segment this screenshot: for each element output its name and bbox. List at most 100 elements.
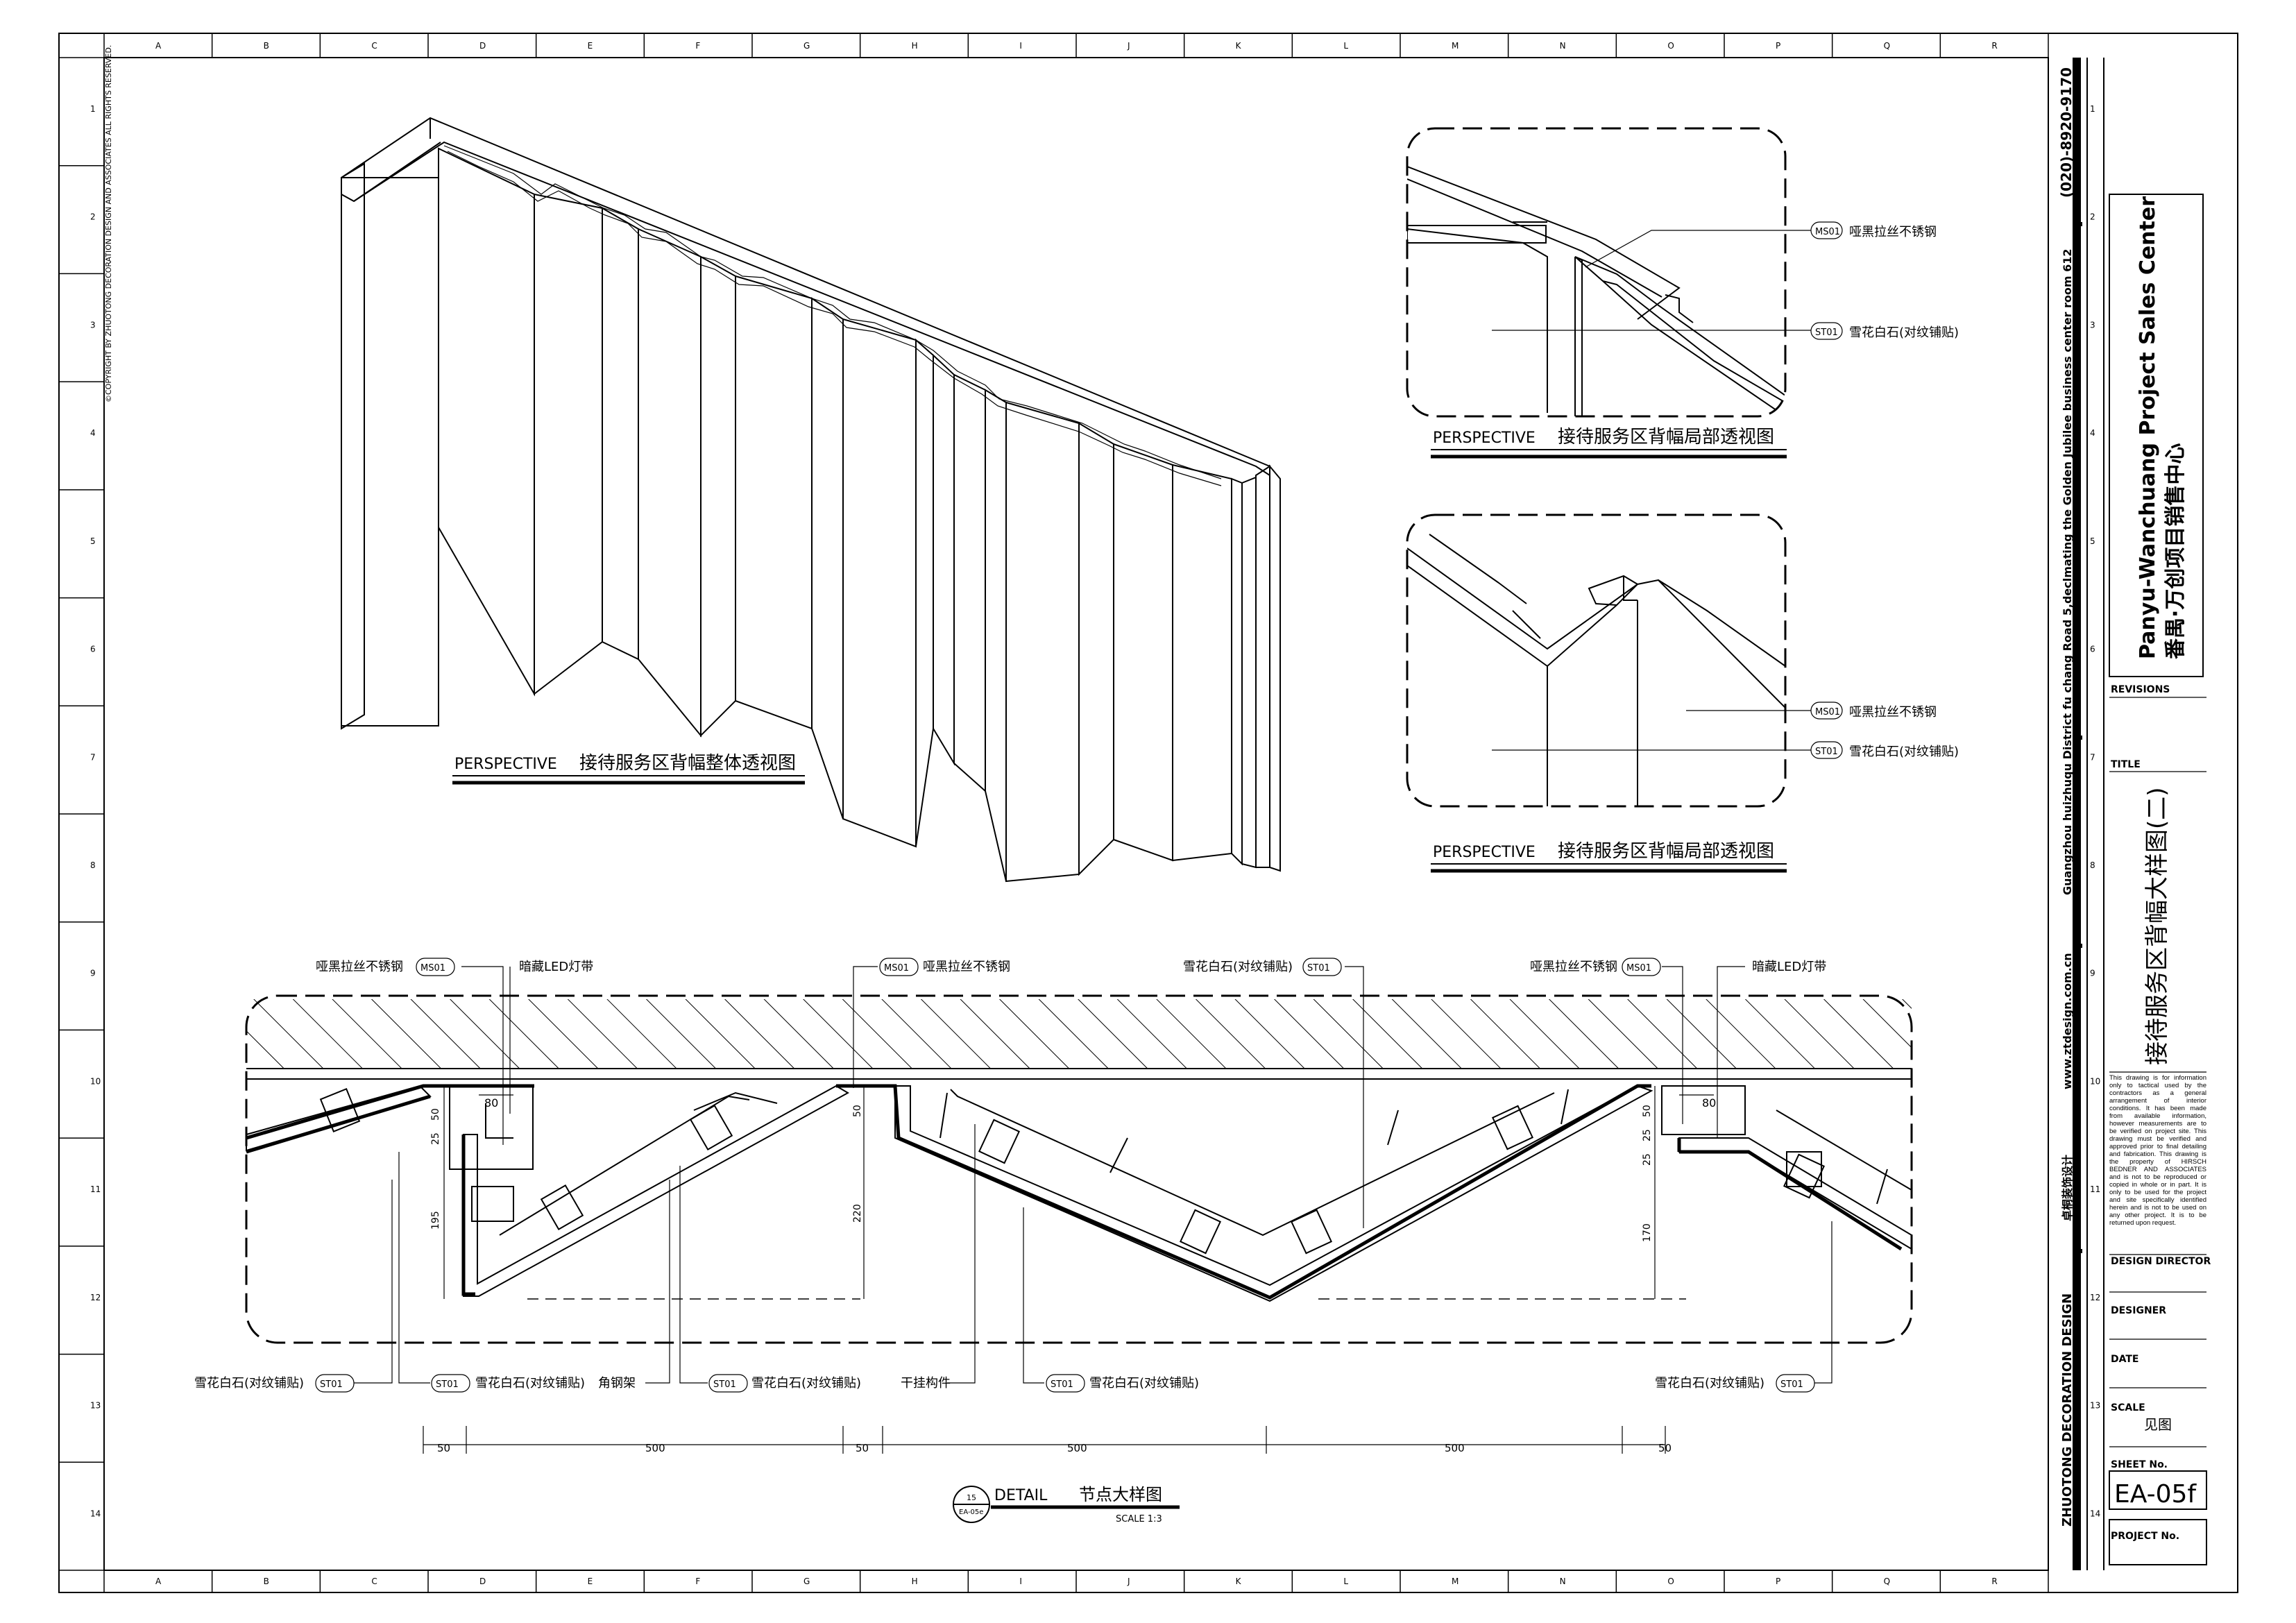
column-label-K-bottom: K xyxy=(1236,1577,1242,1586)
sheet-number: EA-05f xyxy=(2114,1480,2197,1509)
svg-text:15: 15 xyxy=(967,1493,976,1502)
office-phone: (020)-8920-9170 xyxy=(2058,67,2075,198)
title-block: (020)-8920-9170 Guangzhou huizhuqu Distr… xyxy=(2048,58,2211,1570)
column-label-A-top: A xyxy=(155,41,162,51)
copyright-note: ©COPYRIGHT BY ZHUOTONG DECORATION DESIGN… xyxy=(104,45,113,402)
end-post-left xyxy=(341,162,365,730)
row-label-10: 10 xyxy=(90,1076,101,1086)
column-label-C-bottom: C xyxy=(371,1577,377,1586)
svg-text:雪花白石(对纹铺贴): 雪花白石(对纹铺贴) xyxy=(1655,1376,1764,1391)
column-label-B-bottom: B xyxy=(264,1577,269,1586)
dim-mid-50: 50 xyxy=(852,1105,863,1117)
column-label-O-bottom: O xyxy=(1667,1577,1674,1586)
row-label-3: 3 xyxy=(90,320,96,330)
svg-text:MS01: MS01 xyxy=(1815,707,1840,717)
dim-bottom-50b: 50 xyxy=(856,1442,869,1454)
office-address: Guangzhou huizhuqu District fu chang Roa… xyxy=(2061,248,2074,895)
svg-text:ST01: ST01 xyxy=(1307,963,1330,974)
svg-text:哑黑拉丝不锈钢: 哑黑拉丝不锈钢 xyxy=(923,960,1010,974)
dim-bottom-500c: 500 xyxy=(1445,1442,1465,1454)
row-label-right-8: 8 xyxy=(2090,860,2095,870)
svg-text:PERSPECTIVE: PERSPECTIVE xyxy=(1433,844,1536,861)
row-label-right-9: 9 xyxy=(2090,969,2095,978)
row-label-right-6: 6 xyxy=(2090,645,2095,654)
svg-text:接待服务区背幅局部透视图: 接待服务区背幅局部透视图 xyxy=(1558,841,1774,862)
svg-text:雪花白石(对纹铺贴): 雪花白石(对纹铺贴) xyxy=(1849,745,1959,759)
detail-callout-bottom-1: 雪花白石(对纹铺贴) ST01 xyxy=(194,1374,355,1393)
column-label-H-bottom: H xyxy=(912,1577,918,1586)
svg-text:EA-05e: EA-05e xyxy=(959,1509,983,1516)
svg-text:MS01: MS01 xyxy=(1815,227,1840,237)
project-no-label: PROJECT No. xyxy=(2111,1531,2179,1542)
scale-value: 见图 xyxy=(2144,1416,2172,1433)
svg-text:ST01: ST01 xyxy=(1815,328,1838,338)
column-label-Q-top: Q xyxy=(1884,41,1890,51)
row-label-1: 1 xyxy=(90,104,96,114)
panel-1 xyxy=(438,147,535,697)
overall-perspective-view xyxy=(341,117,1281,883)
svg-text:MS01: MS01 xyxy=(420,963,445,974)
dim-bottom-50c: 50 xyxy=(1658,1442,1672,1454)
svg-text:雪花白石(对纹铺贴): 雪花白石(对纹铺贴) xyxy=(194,1376,304,1391)
view-prefix: PERSPECTIVE xyxy=(454,756,557,773)
detail-callout-top-6: 暗藏LED灯带 xyxy=(1752,960,1826,974)
svg-text:ST01: ST01 xyxy=(1780,1379,1803,1390)
callout-st01-partial1: ST01 雪花白石(对纹铺贴) xyxy=(1810,322,1959,340)
end-post-face xyxy=(341,177,439,726)
row-label-12: 12 xyxy=(90,1293,101,1302)
project-name-cn: 番禺·万创项目销售中心 xyxy=(2163,443,2188,659)
detail-callout-top-1: 哑黑拉丝不锈钢 MS01 xyxy=(316,958,455,976)
dim-right-80: 80 xyxy=(1702,1096,1716,1110)
detail-callout-top-3: MS01 哑黑拉丝不锈钢 xyxy=(879,958,1010,976)
project-name-box xyxy=(2109,194,2204,677)
column-label-Q-bottom: Q xyxy=(1884,1577,1890,1586)
row-label-right-5: 5 xyxy=(2090,536,2095,546)
row-label-right-13: 13 xyxy=(2090,1401,2100,1411)
svg-text:ST01: ST01 xyxy=(1051,1379,1073,1390)
dim-mid-220: 220 xyxy=(852,1204,863,1223)
company-website: www.ztdesign.com.cn xyxy=(2061,953,2074,1089)
row-label-right-2: 2 xyxy=(2090,212,2095,222)
date-label: DATE xyxy=(2111,1354,2138,1365)
detail-callout-bottom-6: ST01 雪花白石(对纹铺贴) xyxy=(1046,1374,1199,1393)
drawing-title: 接待服务区背幅大样图(二) xyxy=(2143,787,2171,1065)
column-label-E-top: E xyxy=(588,41,593,51)
detail-callout-bottom-2: ST01 雪花白石(对纹铺贴) xyxy=(431,1374,585,1393)
column-label-D-bottom: D xyxy=(479,1577,486,1586)
column-label-P-top: P xyxy=(1776,41,1780,51)
svg-text:哑黑拉丝不锈钢: 哑黑拉丝不锈钢 xyxy=(1849,705,1937,720)
top-cap-beam xyxy=(341,117,1270,477)
column-label-I-top: I xyxy=(1019,41,1022,51)
svg-text:ST01: ST01 xyxy=(1815,747,1838,757)
row-label-4: 4 xyxy=(90,428,96,438)
callout-st01-partial2: ST01 雪花白石(对纹铺贴) xyxy=(1810,741,1959,759)
design-director-label: DESIGN DIRECTOR xyxy=(2111,1256,2211,1267)
row-label-9: 9 xyxy=(90,969,96,978)
row-label-right-11: 11 xyxy=(2090,1184,2100,1194)
partial-perspective-1: MS01 哑黑拉丝不锈钢 ST01 雪花白石(对纹铺贴) PERSPECTIVE… xyxy=(1406,127,1959,459)
company-name-cn: 卓桐装饰设计 xyxy=(2061,1155,2074,1221)
column-label-C-top: C xyxy=(371,41,377,51)
column-label-K-top: K xyxy=(1236,41,1242,51)
dim-left-25: 25 xyxy=(430,1132,441,1145)
svg-text:哑黑拉丝不锈钢: 哑黑拉丝不锈钢 xyxy=(1530,960,1617,974)
svg-text:ST01: ST01 xyxy=(320,1379,343,1390)
row-label-right-3: 3 xyxy=(2090,320,2095,330)
row-label-right-10: 10 xyxy=(2090,1076,2100,1086)
column-label-I-bottom: I xyxy=(1019,1577,1022,1586)
column-label-R-top: R xyxy=(1991,41,1997,51)
svg-text:雪花白石(对纹铺贴): 雪花白石(对纹铺贴) xyxy=(1849,325,1959,340)
column-label-L-bottom: L xyxy=(1343,1577,1348,1586)
project-name-en: Panyu-Wanchuang Project Sales Center xyxy=(2136,196,2160,659)
grid-reference-ticks xyxy=(59,33,2049,1592)
row-label-right-4: 4 xyxy=(2090,428,2095,438)
row-label-7: 7 xyxy=(90,752,96,762)
column-label-D-top: D xyxy=(479,41,486,51)
svg-text:MS01: MS01 xyxy=(1626,963,1651,974)
svg-text:哑黑拉丝不锈钢: 哑黑拉丝不锈钢 xyxy=(1849,225,1937,239)
designer-label: DESIGNER xyxy=(2111,1305,2166,1316)
row-label-right-14: 14 xyxy=(2090,1509,2100,1518)
svg-text:接待服务区背幅局部透视图: 接待服务区背幅局部透视图 xyxy=(1558,427,1774,448)
dim-left-195: 195 xyxy=(430,1211,441,1230)
